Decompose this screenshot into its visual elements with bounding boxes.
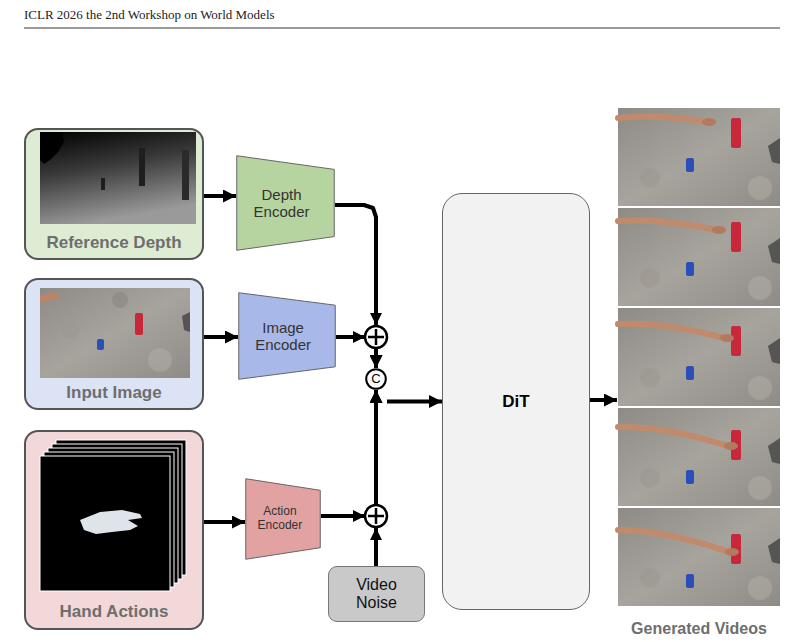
- node-label: C: [371, 372, 380, 387]
- input-photo: [40, 288, 190, 378]
- node-label: Input Image: [66, 383, 161, 403]
- depth-picture: [40, 132, 196, 224]
- concat-symbol: C: [365, 368, 387, 390]
- encoder-block: Action Encoder: [245, 478, 321, 560]
- flow-arrow: [204, 194, 236, 198]
- node-label: Depth Encoder: [247, 186, 317, 221]
- sum-symbol: [353, 505, 387, 540]
- node-label: Reference Depth: [46, 233, 181, 253]
- node-label: Hand Actions: [60, 602, 169, 622]
- node-label: Video Noise: [337, 576, 417, 613]
- flow-arrow: [321, 390, 376, 516]
- encoder-block: Image Encoder: [238, 292, 336, 380]
- hand-action-frames: [40, 440, 186, 591]
- node-label: Image Encoder: [248, 319, 318, 354]
- node-label: DiT: [502, 392, 529, 412]
- flow-arrow: [590, 398, 617, 402]
- flow-arrow: [204, 335, 238, 339]
- flow-arrow: [204, 520, 245, 524]
- noise-box: Video Noise: [328, 566, 425, 622]
- page-header: ICLR 2026 the 2nd Workshop on World Mode…: [24, 7, 275, 23]
- generated-frames: [618, 108, 780, 606]
- node-label: Generated Videos: [631, 620, 767, 638]
- encoder-block: Depth Encoder: [236, 155, 335, 251]
- model-block: DiT: [442, 193, 590, 610]
- flow-arrow: [387, 400, 442, 404]
- node-label: Action Encoder: [252, 505, 308, 533]
- sum-symbol: [353, 313, 387, 348]
- header-rule: [24, 28, 780, 29]
